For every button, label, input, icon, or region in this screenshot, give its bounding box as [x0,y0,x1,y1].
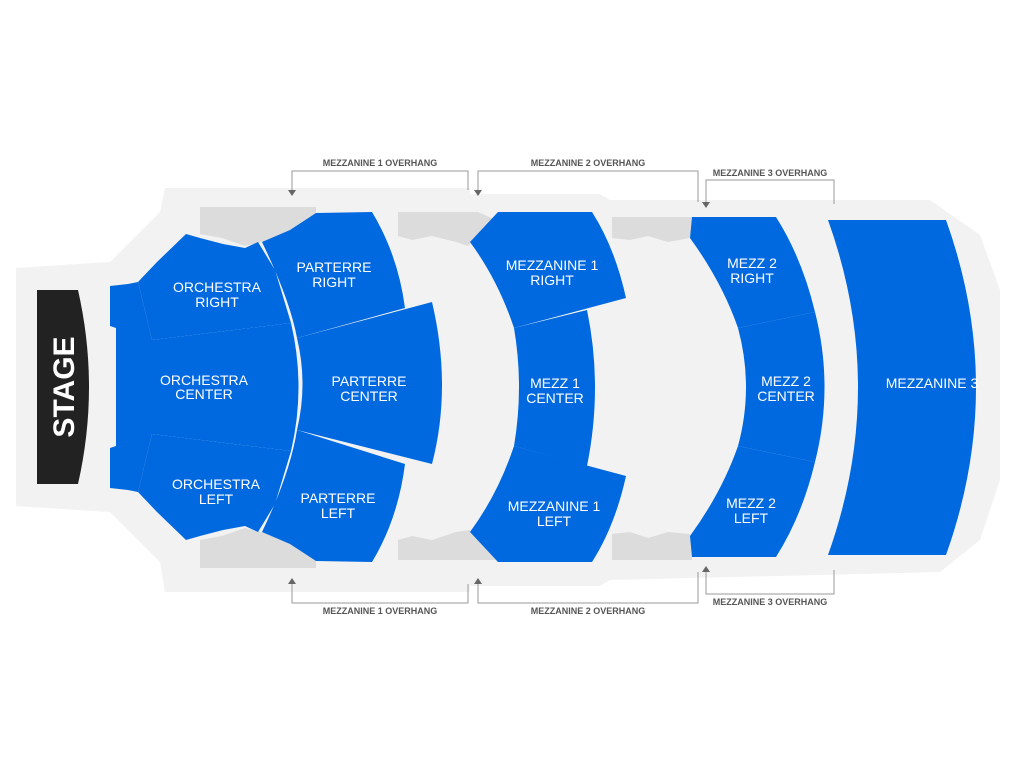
aisle-block-mezz2-top [612,217,692,242]
aisle-block-mezz1-top [398,212,496,246]
overhang-label: MEZZANINE 1 OVERHANG [323,606,438,616]
stage: STAGE [37,290,89,484]
overhang-label: MEZZANINE 2 OVERHANG [531,158,646,168]
overhang-label: MEZZANINE 3 OVERHANG [713,597,828,607]
overhang-mezzanine3-top: MEZZANINE 3 OVERHANG [702,168,835,208]
overhang-mezzanine2-top: MEZZANINE 2 OVERHANG [474,158,699,202]
overhang-label: MEZZANINE 3 OVERHANG [713,168,828,178]
aisle-block-mezz2-bottom [612,532,692,560]
stage-shape [37,290,89,484]
overhang-mezzanine3-bottom: MEZZANINE 3 OVERHANG [702,566,835,607]
aisle-block-mezz1-bottom [398,530,500,560]
overhang-label: MEZZANINE 1 OVERHANG [323,158,438,168]
stage-label: STAGE [48,336,81,437]
overhang-mezzanine2-bottom: MEZZANINE 2 OVERHANG [474,572,699,616]
overhang-label: MEZZANINE 2 OVERHANG [531,606,646,616]
overhang-mezzanine1-bottom: MEZZANINE 1 OVERHANG [288,578,469,616]
overhang-mezzanine1-top: MEZZANINE 1 OVERHANG [288,158,469,196]
